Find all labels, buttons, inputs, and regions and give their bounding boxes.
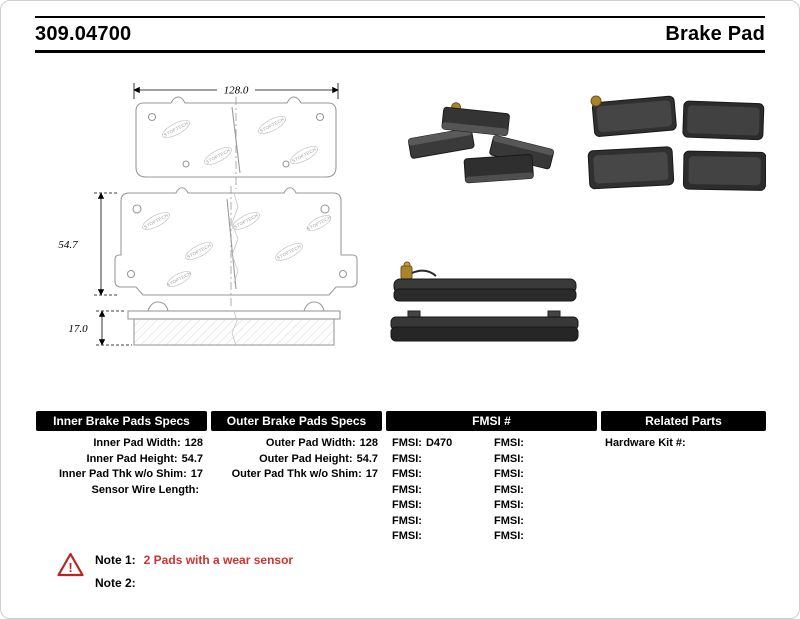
fmsi-row: FMSI: FMSI: [392, 514, 524, 527]
dimension-height-label: 54.7 [58, 239, 78, 251]
spec-row: Inner Pad Width:128 [93, 437, 203, 449]
spec-row: Outer Pad Width:128 [265, 437, 378, 449]
spec-row: Inner Pad Height:54.7 [86, 452, 203, 465]
spec-row: Sensor Wire Length: [91, 483, 199, 496]
note-1-text: 2 Pads with a wear sensor [143, 553, 294, 567]
dimension-width-label: 128.0 [224, 85, 249, 97]
note-1: Note 1: 2 Pads with a wear sensor [95, 549, 557, 572]
note-2: Note 2: [95, 572, 557, 595]
wear-sensor-icon [590, 95, 602, 107]
wear-sensor-icon [400, 261, 437, 280]
pad-face-view-drawing [135, 96, 337, 178]
product-photo-pad-set [587, 95, 766, 191]
svg-text:!: ! [68, 560, 72, 575]
product-photo-angled-pads [407, 102, 555, 184]
stoptech-stamps-top: STOPTECH STOPTECH STOPTECH STOPTECH [162, 116, 318, 165]
fmsi-row: FMSI: FMSI: [392, 530, 524, 542]
related-parts-header: Related Parts [601, 411, 766, 431]
fmsi-table: FMSI # FMSI:D470 FMSI: FMSI: FMSI: FMSI:… [386, 411, 597, 545]
spec-row: Inner Pad Thk w/o Shim:17 [59, 468, 203, 480]
fmsi-header: FMSI # [386, 411, 597, 431]
inner-specs-header: Inner Brake Pads Specs [36, 411, 207, 431]
stoptech-stamps-middle: STOPTECH STOPTECH STOPTECH STOPTECH STOP… [142, 212, 332, 288]
fmsi-row: FMSI: FMSI: [392, 483, 524, 496]
page-header: 309.04700 Brake Pad [35, 16, 765, 53]
fmsi-row: FMSI: FMSI: [392, 499, 524, 511]
inner-specs-table: Inner Brake Pads Specs Inner Pad Width:1… [36, 411, 207, 498]
fmsi-row: FMSI: FMSI: [392, 468, 524, 480]
spec-row: Outer Pad Thk w/o Shim:17 [231, 468, 378, 480]
dimension-width [133, 83, 339, 99]
product-photo-side-pads [390, 261, 579, 342]
pad-plate-view-drawing [114, 187, 358, 296]
technical-drawing-and-photos: 128.0 STOPTECH STOPTECH STOPTECH STOPTEC… [58, 83, 766, 346]
fmsi-row: FMSI: FMSI: [392, 452, 524, 465]
part-number: 309.04700 [35, 22, 132, 45]
dimension-thickness-label: 17.0 [68, 323, 88, 335]
related-parts-table: Related Parts Hardware Kit #: [601, 411, 766, 452]
outer-specs-header: Outer Brake Pads Specs [211, 411, 382, 431]
dimension-thickness [96, 310, 132, 346]
fmsi-row: FMSI:D470 FMSI: [392, 437, 524, 449]
spec-row: Outer Pad Height:54.7 [259, 452, 378, 465]
spec-row: Hardware Kit #: [605, 437, 686, 449]
pad-edge-view-drawing [127, 301, 341, 346]
note-1-label: Note 1: [95, 553, 136, 567]
notes-section: ! Note 1: 2 Pads with a wear sensor Note … [57, 549, 557, 595]
dimension-height [94, 192, 119, 296]
note-2-label: Note 2: [95, 576, 136, 590]
outer-specs-table: Outer Brake Pads Specs Outer Pad Width:1… [211, 411, 382, 483]
warning-triangle-icon: ! [57, 552, 84, 577]
page-title: Brake Pad [665, 22, 765, 45]
